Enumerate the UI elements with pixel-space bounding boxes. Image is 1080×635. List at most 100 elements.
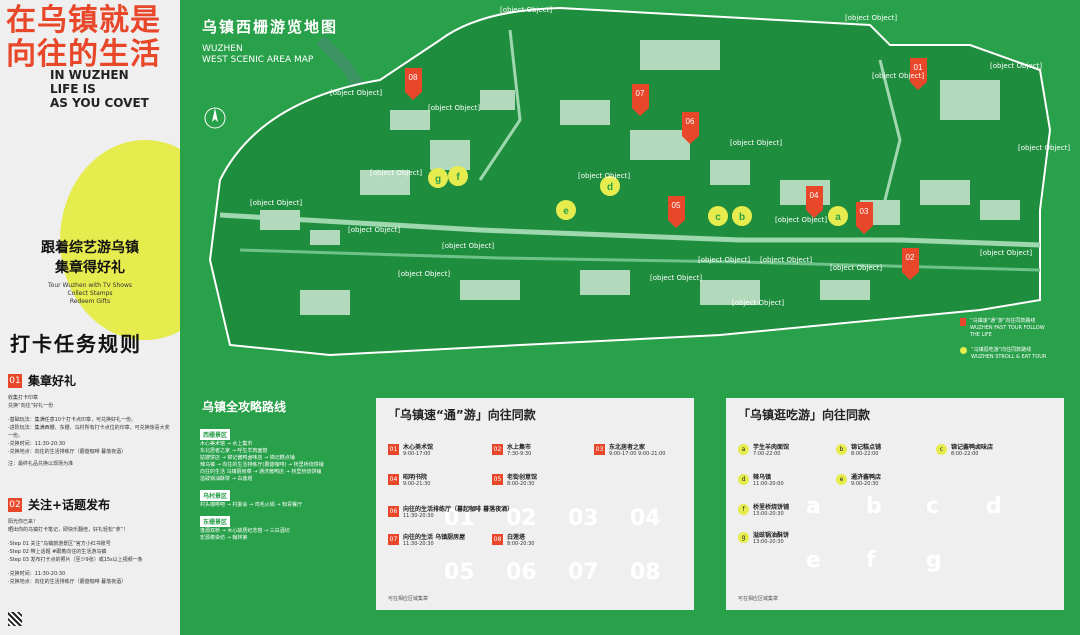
big-num-04: 04 [630, 506, 661, 531]
section-2-time: ·兑换时间：11:30-20:30 [8, 571, 66, 577]
campaign-en-line1: Tour Wuzhen with TV Shows [48, 282, 132, 289]
label-grand-theater: [object Object] [990, 62, 1042, 70]
eat-tour-card-title: 「乌镇逛吃游」向往同款 [738, 408, 871, 422]
red-pin-05[interactable]: 05 [668, 196, 685, 228]
section-2-step3: ·Step 03 发布打卡点的照片（至少9张）或15s以上视频一条 [8, 557, 143, 563]
route-line: 东北居者之家 → 呼生羊肉面馆 [200, 448, 268, 454]
label-north-tour-line: [object Object] [872, 72, 924, 80]
red-pin-08-label: 08 [409, 73, 418, 82]
item-time: 9:00-17:00 9:00-21:00 [609, 451, 666, 457]
route-line: 向往的生活 乌镇厨房菜 → 通济酱鸭店 → 桥里桥烧饼铺 [200, 469, 322, 475]
item-time: 8:00-22:00 [951, 451, 979, 457]
item-name: 东北居者之家 [609, 444, 646, 451]
yellow-pin-icon [960, 347, 967, 354]
hero-title: 在乌镇就是 向往的生活 [6, 4, 161, 72]
item-time: 13:00-20:30 [753, 539, 784, 545]
campaign-subtitle: Tour Wuzhen with TV Shows Collect Stamps… [0, 282, 180, 306]
red-pin-07-label: 07 [636, 89, 645, 98]
section-2-place: ·兑换地点：向往的生活排练厅（蘑菇咖啡 暮落夜酒） [8, 579, 127, 585]
yellow-pin-f-label: f [456, 172, 460, 183]
red-pin-05-label: 05 [672, 201, 681, 210]
red-pin-04[interactable]: 04 [806, 186, 823, 218]
fast-tour-card: 「乌镇速“通”游」向往同款 01 02 03 04 05 06 07 08 01… [376, 398, 694, 610]
east-road [878, 59, 902, 221]
footer-logos [8, 612, 22, 626]
section-1-title: 集章好礼 [28, 374, 77, 388]
item-letter: a [738, 444, 749, 455]
north-road [478, 29, 522, 181]
hero-en-line1: IN WUZHEN [50, 68, 129, 82]
item-time: 7:00-22:00 [753, 451, 781, 457]
red-pin-03[interactable]: 03 [856, 202, 873, 234]
item-number: 07 [388, 534, 399, 545]
big-letter-d: d [986, 494, 1002, 519]
red-pin-01[interactable]: 01 [910, 58, 927, 90]
place-labels: [object Object] [object Object] [object … [250, 6, 1070, 307]
item-time: 7:30-9:30 [507, 451, 532, 457]
scenic-area-outline [208, 6, 1052, 357]
yellow-pin-g[interactable]: g [428, 168, 448, 188]
yellow-pin-a[interactable]: a [828, 206, 848, 226]
yellow-pin-d[interactable]: d [600, 176, 620, 196]
label-visitor-center: [object Object] [1018, 144, 1070, 152]
big-num-01: 01 [444, 506, 475, 531]
yellow-pin-b[interactable]: b [732, 206, 752, 226]
item-time: 11:00-20:00 [753, 481, 784, 487]
campaign-line1: 跟着综艺游乌镇 [41, 240, 139, 256]
label-wenchang-pavilion: [object Object] [370, 169, 422, 177]
label-north-pier: [object Object] [250, 199, 302, 207]
section-2-step1: ·Step 01 关注“乌镇旅游景区”官方小红书账号 [8, 541, 111, 547]
building-blocks [260, 40, 1020, 315]
red-pin-07[interactable]: 07 [632, 84, 649, 116]
yellow-pin-c[interactable]: c [708, 206, 728, 226]
section-2-intro2: 晒出你的乌镇打卡笔记，即快乐翻倍，好礼轻松“拿”！ [8, 527, 129, 533]
big-letter-a: a [806, 494, 821, 519]
item-name: 通济酱鸭店 [851, 474, 882, 481]
route-line: 村头咖啡吧 → 村委会 → 鸡毛火锅 → 知青餐厅 [200, 502, 303, 508]
section-1-time: ·兑换时间：11:30-20:30 [8, 441, 66, 447]
yellow-pin-f[interactable]: f [448, 166, 468, 186]
label-wucun-direction: [object Object] [500, 6, 552, 14]
label-muxin-museum: [object Object] [442, 242, 494, 250]
item-number: 01 [388, 444, 399, 455]
item-time: 9:00-21:30 [403, 481, 431, 487]
red-pin-02-label: 02 [906, 253, 915, 262]
route-line: 溢豉锅油酥饼 → 白莲塔 [200, 476, 253, 482]
section-1-basic: ·基础玩法：集满任意10个打卡点印章，可兑换好礼一份。 [8, 417, 136, 423]
label-dragon-field: [object Object] [730, 139, 782, 147]
red-pin-04-label: 04 [810, 191, 819, 200]
section-2-step2: ·Step 02 带上话题 #跟着向往的生活游乌镇 [8, 549, 107, 555]
red-pin-02[interactable]: 02 [902, 248, 919, 280]
yellow-pin-e[interactable]: e [556, 200, 576, 220]
item-time: 11:30-20:30 [403, 541, 434, 547]
route-line: 辣乌镇 → 向往的生活排练厅(蘑菇咖啡) → 桥里桥烧饼铺 [200, 462, 324, 468]
red-pin-08[interactable]: 08 [405, 68, 422, 100]
zone-east: 东栅景区 [200, 516, 231, 527]
red-pin-06-label: 06 [686, 117, 695, 126]
route-line: 宏源泰染坊 → 翰林第 [200, 535, 248, 541]
map-subtitle: WUZHEN WEST SCENIC AREA MAP [202, 44, 313, 66]
legend-fast-tour-text: “乌镇速“通”游”向往同款路线 [970, 318, 1036, 324]
item-time: 11:30-20:30 [403, 513, 434, 519]
eat-tour-footer: 可在相应区域集章 [738, 596, 779, 602]
red-pin-06[interactable]: 06 [682, 112, 699, 144]
section-2-number: 02 [8, 497, 22, 512]
big-num-02: 02 [506, 506, 537, 531]
section-2-intro1: 阳光你已来！ [8, 519, 39, 525]
